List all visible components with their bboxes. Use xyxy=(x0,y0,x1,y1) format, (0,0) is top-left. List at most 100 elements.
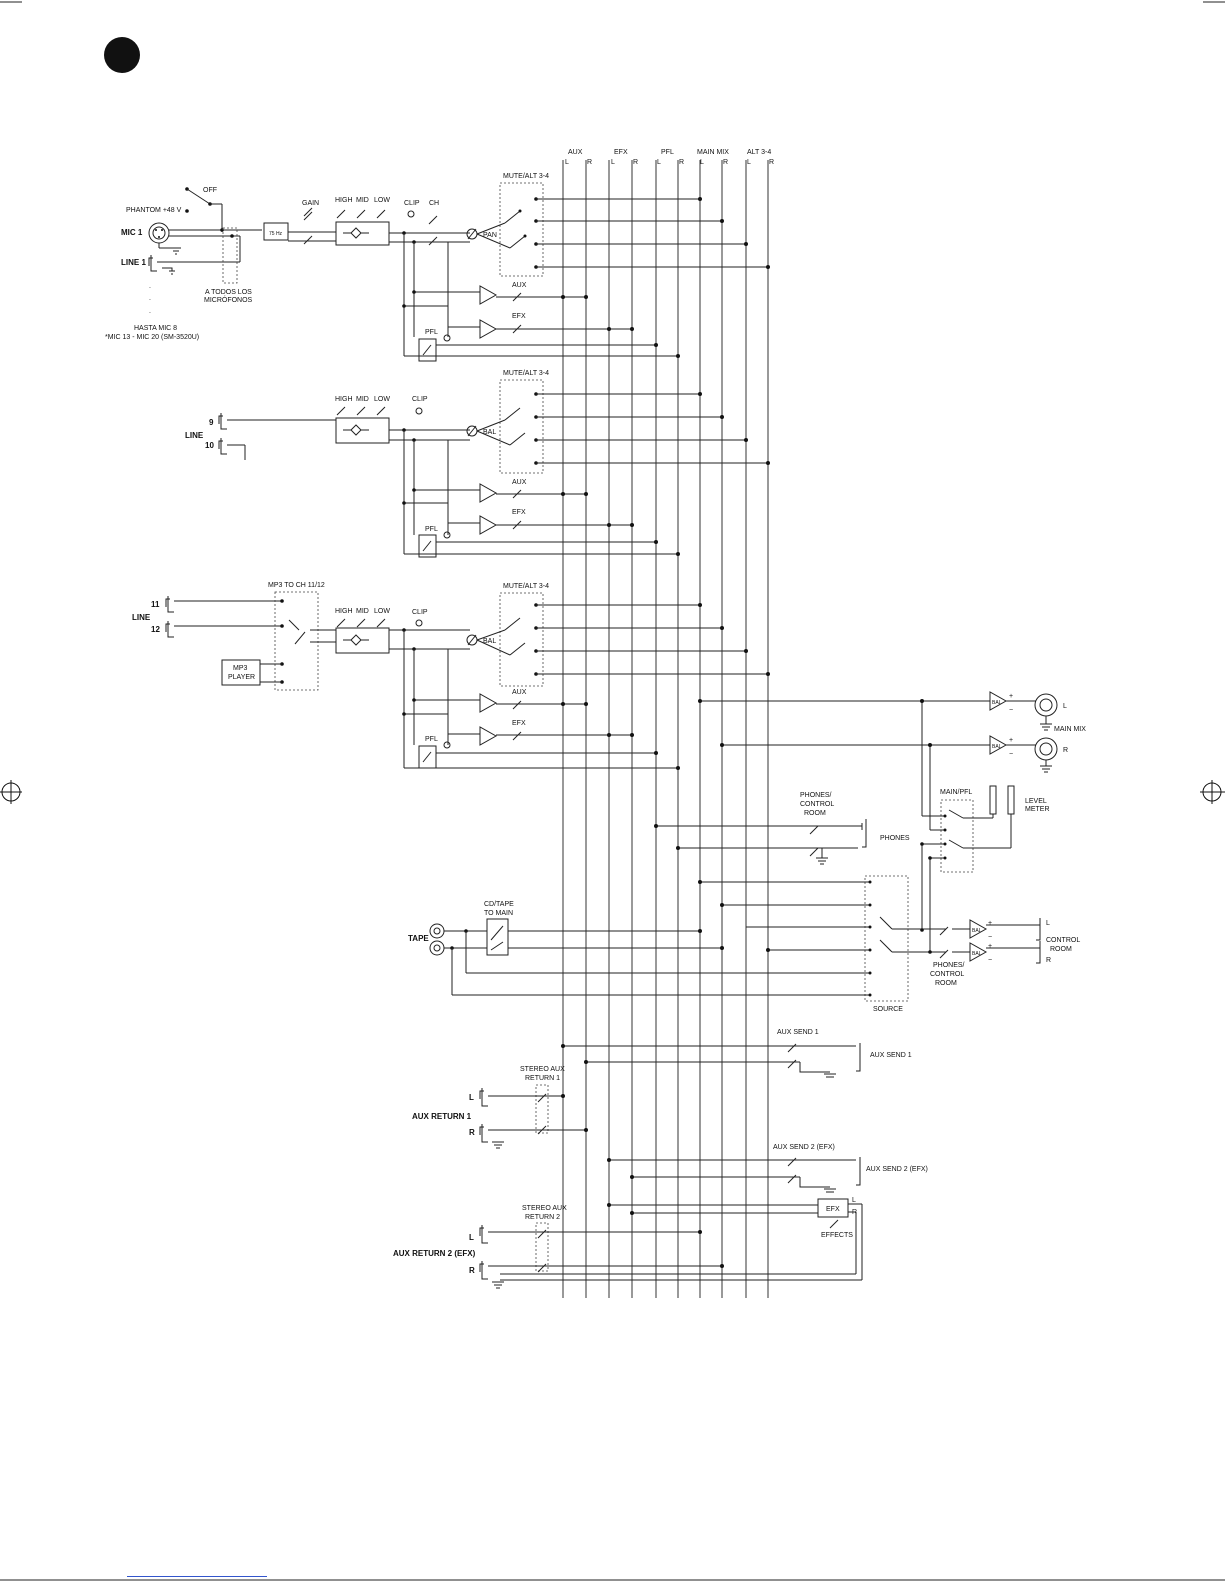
bus-efx-l-label: L xyxy=(611,159,615,166)
bal-l-label: BAL xyxy=(992,700,1002,706)
mp3to-label: MP3 TO CH 11/12 xyxy=(268,582,325,589)
bal-amp-l-icon xyxy=(989,691,1008,711)
ret2-label-2: RETURN 2 xyxy=(525,1214,560,1221)
cdtape-switch-icon xyxy=(486,918,509,956)
phantom-label: PHANTOM +48 V xyxy=(126,207,182,214)
source-section: SOURCE PHONES/ CONTROL ROOM BAL BAL + − … xyxy=(452,875,1080,1013)
efx-amp-1112-icon xyxy=(479,726,498,746)
gain-pot-icon xyxy=(303,207,313,221)
efx-amp-1-icon xyxy=(479,319,498,339)
bus-alt34-l-label: L xyxy=(747,159,751,166)
level-label: LEVEL xyxy=(1025,798,1047,805)
bus-aux-r-label: R xyxy=(587,159,592,166)
tape-label: TAPE xyxy=(408,934,429,943)
registration-mark-right xyxy=(1200,780,1225,804)
bus-efx-r-label: R xyxy=(633,159,638,166)
eq-high-label-1112: HIGH xyxy=(335,608,353,615)
eq-mid-label-1112: MID xyxy=(356,608,369,615)
channel-11-12: 11 LINE 12 MP3 TO CH 11/12 MP3 PLAYER HI… xyxy=(132,582,770,770)
bal-label-910: BAL xyxy=(483,429,496,436)
level-meter-r-icon xyxy=(1007,785,1015,815)
ch11-label: 11 xyxy=(151,600,160,609)
cr-label-1: CONTROL xyxy=(1046,937,1080,944)
eq-pots-icon xyxy=(336,209,386,219)
svg-text:.: . xyxy=(149,308,151,315)
aux-amp-1-icon xyxy=(479,285,498,305)
hasta-label: HASTA MIC 8 xyxy=(134,325,177,332)
aux-return-1: STEREO AUX RETURN 1 AUX RETURN 1 L R xyxy=(412,1066,588,1149)
bus-mainmix-title: MAIN MIX xyxy=(697,149,729,156)
mainmix-label: MAIN MIX xyxy=(1054,726,1086,733)
plus-l: + xyxy=(1009,693,1013,700)
eq-mid-label: MID xyxy=(356,197,369,204)
eq-low-label-1112: LOW xyxy=(374,608,390,615)
efx-l-label: L xyxy=(852,1197,856,1204)
source-label: SOURCE xyxy=(873,1006,903,1013)
ret1-l-label: L xyxy=(469,1093,474,1102)
mute-label-1112: MUTE/ALT 3-4 xyxy=(503,583,549,590)
ch12-label: 12 xyxy=(151,625,160,634)
aux-send1-label: AUX SEND 1 xyxy=(870,1052,912,1059)
todos-label-2: MICRÓFONOS xyxy=(204,295,253,304)
xlr-out-l-icon xyxy=(1034,693,1058,717)
aux-amp-910-icon xyxy=(479,483,498,503)
main-r-label: R xyxy=(1063,747,1068,754)
jack-ch12-icon xyxy=(165,621,174,638)
efx-label: EFX xyxy=(512,313,526,320)
eq-symbol-icon xyxy=(343,227,369,239)
bus-efx-title: EFX xyxy=(614,149,628,156)
efx-amp-910-icon xyxy=(479,515,498,535)
xlr-mic1-icon xyxy=(148,222,170,244)
jack-ch9-icon xyxy=(218,413,227,430)
jack-ch10-icon xyxy=(218,438,227,455)
ret2-r-label: R xyxy=(469,1266,475,1275)
pfl-label-1112: PFL xyxy=(425,736,438,743)
xlr-out-r-icon xyxy=(1034,737,1058,761)
bus-aux-title: AUX xyxy=(568,149,583,156)
pfl-label-910: PFL xyxy=(425,526,438,533)
section-marker xyxy=(104,37,140,73)
effects-unit: EFX L R EFFECTS xyxy=(500,1197,863,1281)
aux-label-910: AUX xyxy=(512,479,527,486)
aux-send2-label-top: AUX SEND 2 (EFX) xyxy=(773,1144,835,1151)
hpf-label: 75 Hz xyxy=(269,231,283,237)
efx-label-1112: EFX xyxy=(512,720,526,727)
line-label-1112: LINE xyxy=(132,613,151,622)
aux-label-1112: AUX xyxy=(512,689,527,696)
clip-label-910: CLIP xyxy=(412,396,428,403)
main-mix-output: BAL BAL + − + − L R MAIN MIX xyxy=(698,691,1086,830)
phones-jack-icon xyxy=(861,819,867,848)
aux-send-1: AUX SEND 1 AUX SEND 1 xyxy=(561,1029,912,1078)
main-pfl-meter: MAIN/PFL LEVEL METER xyxy=(920,785,1050,952)
aux-send1-label-top: AUX SEND 1 xyxy=(777,1029,819,1036)
bus-pfl-l-label: L xyxy=(657,159,661,166)
aux-send-2: AUX SEND 2 (EFX) AUX SEND 2 (EFX) xyxy=(607,1144,928,1193)
footer-rule xyxy=(127,1576,267,1577)
cr-plus-l: + xyxy=(988,920,992,927)
phones-top-label-2: CONTROL xyxy=(800,801,834,808)
registration-mark-left xyxy=(0,780,22,804)
plus-r: + xyxy=(1009,737,1013,744)
jack-ch11-icon xyxy=(165,596,174,613)
aux-return-2: STEREO AUX RETURN 2 AUX RETURN 2 (EFX) L… xyxy=(393,1205,724,1289)
efx-box xyxy=(817,1198,849,1218)
pfl-label: PFL xyxy=(425,329,438,336)
svg-text:.: . xyxy=(149,295,151,302)
cr-plus-r: + xyxy=(988,943,992,950)
gain-pot-2-icon xyxy=(303,235,313,245)
bus-mainmix-r-label: R xyxy=(723,159,728,166)
mute-label: MUTE/ALT 3-4 xyxy=(503,173,549,180)
cr-bal-r-label: BAL xyxy=(972,951,982,957)
mp3-switch-box xyxy=(274,591,319,691)
ret2-jack-l-icon xyxy=(479,1225,488,1244)
phones-cr-label-2: CONTROL xyxy=(930,971,964,978)
ret1-r-label: R xyxy=(469,1128,475,1137)
svg-text:.: . xyxy=(149,283,151,290)
phones-label: PHONES xyxy=(880,835,910,842)
gain-label: GAIN xyxy=(302,200,319,207)
cr-l-label: L xyxy=(1046,920,1050,927)
eq-high-label-910: HIGH xyxy=(335,396,353,403)
